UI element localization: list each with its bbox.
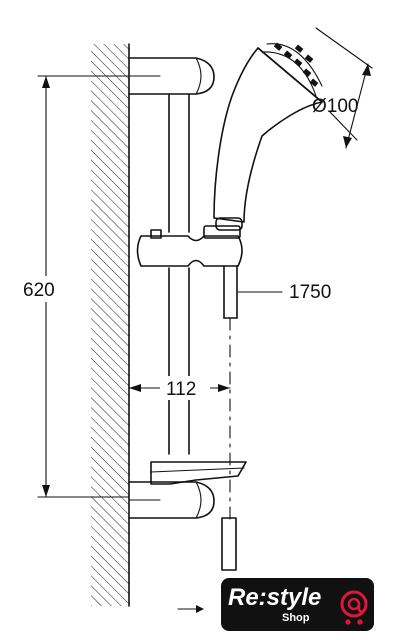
wall xyxy=(91,43,130,607)
spacing-dimension: 112 xyxy=(128,376,231,400)
hose-length-dimension: 1750 xyxy=(237,282,331,303)
height-dimension: 620 xyxy=(18,75,130,498)
restyle-shop-logo: Re:style Shop xyxy=(221,578,374,631)
spacing-label: 112 xyxy=(166,379,196,400)
slide-rail xyxy=(168,93,190,455)
shopping-cart-at-icon xyxy=(340,590,368,625)
soap-dish xyxy=(150,461,247,485)
top-bracket xyxy=(128,57,215,95)
slider-holder xyxy=(136,225,243,267)
diameter-label: Ø100 xyxy=(312,96,358,117)
logo-sub: Shop xyxy=(282,612,310,624)
hose xyxy=(221,265,238,571)
bottom-bracket xyxy=(128,481,215,519)
logo-name: Re:style xyxy=(228,584,321,611)
pointer-arrow xyxy=(177,605,204,613)
height-label: 620 xyxy=(23,280,55,301)
spray-nozzles xyxy=(273,42,319,87)
hand-shower xyxy=(213,42,323,231)
hose-length-label: 1750 xyxy=(289,282,331,303)
diameter-dimension: Ø100 xyxy=(312,27,373,149)
